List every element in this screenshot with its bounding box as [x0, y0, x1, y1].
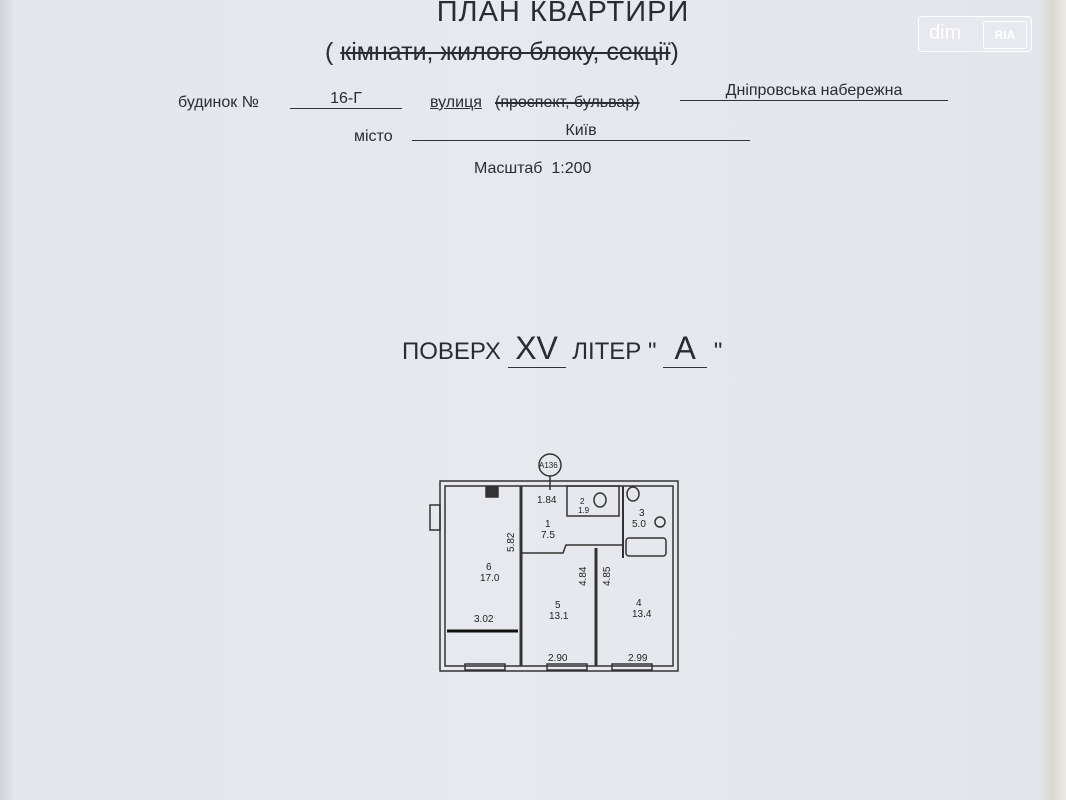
subtitle-close: ) [670, 38, 679, 66]
scale-label: Масштаб [474, 160, 543, 177]
room-6-number: 6 [486, 562, 492, 573]
city-label: місто [354, 128, 393, 145]
dim-room4-width: 2.99 [628, 653, 648, 664]
building-value: 16-Г [290, 90, 402, 109]
axis-marker-label: A136 [539, 461, 558, 470]
room-4-number: 4 [636, 598, 642, 609]
dim-top-corridor: 1.84 [537, 495, 557, 506]
outer-wall [439, 480, 679, 672]
dim-room6-depth: 5.82 [506, 532, 517, 552]
floor-line: ПОВЕРХ XV ЛІТЕР " A " [402, 330, 722, 368]
scale: Масштаб 1:200 [474, 160, 591, 178]
watermark-badge: RIA [983, 21, 1027, 49]
watermark-logo: dim RIA [918, 16, 1032, 52]
letter-quote-close: " [713, 338, 723, 365]
room-1-number: 1 [545, 519, 551, 530]
dim-room5-width: 2.90 [548, 653, 568, 664]
subtitle-struck: кімнати, жилого блоку, секції [340, 38, 671, 66]
scale-value: 1:200 [551, 160, 592, 177]
balcony-vent [429, 504, 441, 531]
bathtub [625, 537, 667, 557]
letter-label: ЛІТЕР [572, 338, 642, 365]
room-2-area: 1.9 [578, 506, 590, 515]
building-label: будинок № [178, 94, 259, 111]
room-6-area: 17.0 [480, 573, 500, 584]
inner-wall [444, 485, 674, 667]
subtitle-open: ( [325, 38, 341, 66]
dim-room5-depth: 4.84 [578, 566, 589, 586]
city-value: Київ [412, 122, 750, 141]
street-value: Дніпровська набережна [680, 82, 948, 101]
room-3-area: 5.0 [632, 519, 646, 530]
room-1-area: 7.5 [541, 530, 555, 541]
dim-room6-width: 3.02 [474, 614, 494, 625]
street-label: вулиця [430, 94, 482, 111]
room-2-box [566, 485, 620, 517]
document-subtitle: ( кімнати, жилого блоку, секції) [325, 38, 679, 67]
watermark-brand: dim [929, 22, 962, 44]
room-3-number: 3 [639, 508, 645, 519]
room-2-number: 2 [580, 497, 585, 506]
floor-label: ПОВЕРХ [402, 338, 501, 365]
document-title: ПЛАН КВАРТИРИ [436, 0, 690, 28]
street-type-struck: (проспект, бульвар) [495, 94, 640, 111]
letter-value: A [663, 330, 708, 368]
dim-room4-depth: 4.85 [602, 566, 613, 586]
room-4-area: 13.4 [632, 609, 652, 620]
floor-value: XV [507, 330, 566, 368]
room-5-area: 13.1 [549, 611, 569, 622]
room-5-number: 5 [555, 600, 561, 611]
letter-quote-open: " [647, 338, 657, 365]
